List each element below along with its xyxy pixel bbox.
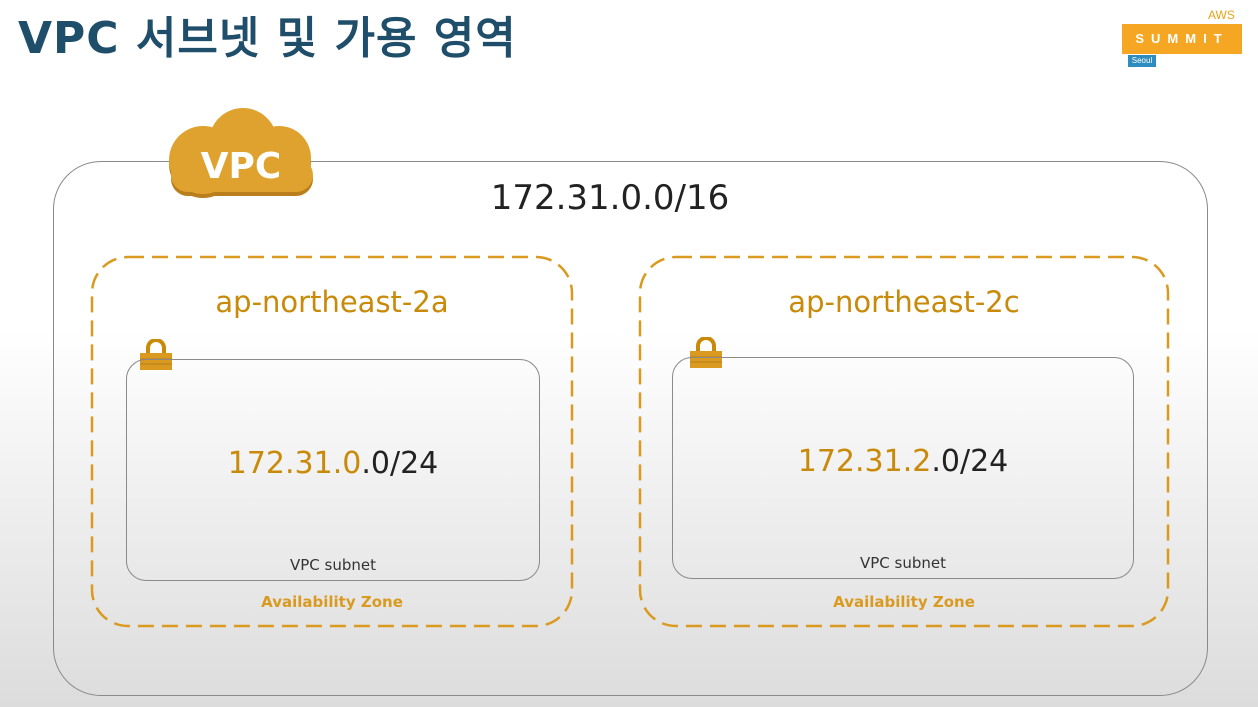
vpc-subnet-c: 172.31.2.0/24 VPC subnet	[672, 357, 1134, 579]
subnet-cidr-suffix: .0/24	[361, 446, 439, 481]
subnet-cidr: 172.31.2.0/24	[673, 444, 1133, 479]
lock-icon	[138, 338, 174, 375]
subnet-label: VPC subnet	[289, 556, 376, 574]
subnet-label: VPC subnet	[859, 554, 946, 572]
subnet-cidr-prefix: 172.31.2	[797, 444, 932, 479]
vpc-container	[53, 161, 1208, 696]
az-label: Availability Zone	[261, 593, 403, 611]
logo-city-text: Seoul	[1128, 55, 1156, 67]
vpc-cloud-icon: VPC	[163, 102, 318, 206]
az-name: ap-northeast-2c	[788, 285, 1020, 319]
logo-aws-text: AWS	[1208, 8, 1235, 22]
vpc-subnet-a: 172.31.0.0/24 VPC subnet	[126, 359, 540, 581]
availability-zone-c: ap-northeast-2c 172.31.2.0/24 VPC subnet…	[638, 255, 1170, 628]
availability-zone-a: ap-northeast-2a 172.31.0.0/24 VPC subnet…	[90, 255, 574, 628]
page-title: VPC 서브넷 및 가용 영역	[18, 13, 517, 64]
subnet-cidr-prefix: 172.31.0	[227, 446, 362, 481]
az-label: Availability Zone	[833, 593, 975, 611]
subnet-cidr-suffix: .0/24	[931, 444, 1009, 479]
subnet-cidr: 172.31.0.0/24	[127, 446, 539, 481]
vpc-badge-text: VPC	[201, 146, 282, 187]
logo-summit-text: SUMMIT	[1122, 24, 1242, 54]
vpc-cidr: 172.31.0.0/16	[490, 178, 730, 218]
az-name: ap-northeast-2a	[215, 285, 449, 319]
